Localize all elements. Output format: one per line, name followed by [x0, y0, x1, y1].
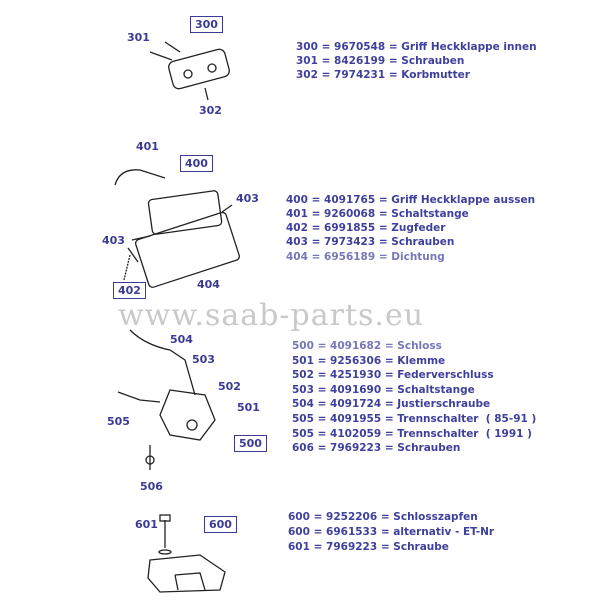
- callout-403: 403: [102, 234, 125, 247]
- part-line: 400 = 4091765 = Griff Heckklappe aussen: [286, 194, 536, 206]
- callout-506: 506: [140, 480, 163, 493]
- handle-inner-drawing: [149, 41, 230, 101]
- callout-505: 505: [107, 415, 130, 428]
- part-line: 403 = 7973423 = Schrauben: [286, 236, 455, 248]
- part-line: 502 = 4251930 = Federverschluss: [292, 369, 494, 381]
- callout-501: 501: [237, 401, 260, 414]
- callout-403: 403: [236, 192, 259, 205]
- callout-503: 503: [192, 353, 215, 366]
- part-line: 505 = 4102059 = Trennschalter ( 1991 ): [292, 428, 532, 440]
- watermark: www.saab-parts.eu: [118, 298, 425, 333]
- callout-404: 404: [197, 278, 220, 291]
- part-line: 501 = 9256306 = Klemme: [292, 355, 446, 367]
- part-line: 606 = 7969223 = Schrauben: [292, 442, 461, 454]
- callout-504: 504: [170, 333, 193, 346]
- striker-drawing: [147, 514, 226, 593]
- handle-outer-drawing: [114, 169, 240, 288]
- callout-401: 401: [136, 140, 159, 153]
- part-line: 402 = 6991855 = Zugfeder: [286, 222, 446, 234]
- part-line: 500 = 4091682 = Schloss: [292, 340, 442, 352]
- callout-300: 300: [190, 16, 223, 33]
- callout-502: 502: [218, 380, 241, 393]
- part-line: 404 = 6956189 = Dichtung: [286, 251, 445, 263]
- callout-400: 400: [180, 155, 213, 172]
- callout-500: 500: [234, 435, 267, 452]
- callout-301: 301: [127, 31, 150, 44]
- part-line: 401 = 9260068 = Schaltstange: [286, 208, 469, 220]
- part-line: 300 = 9670548 = Griff Heckklappe innen: [296, 41, 537, 53]
- callout-402: 402: [113, 282, 146, 299]
- part-line: 601 = 7969223 = Schraube: [288, 541, 449, 553]
- callout-302: 302: [199, 104, 222, 117]
- part-line: 503 = 4091690 = Schaltstange: [292, 384, 475, 396]
- part-line: 600 = 6961533 = alternativ - ET-Nr: [288, 526, 495, 538]
- part-line: 600 = 9252206 = Schlosszapfen: [288, 511, 478, 523]
- part-line: 302 = 7974231 = Korbmutter: [296, 69, 470, 81]
- part-line: 505 = 4091955 = Trennschalter ( 85-91 ): [292, 413, 537, 425]
- callout-601: 601: [135, 518, 158, 531]
- part-line: 504 = 4091724 = Justierschraube: [292, 398, 491, 410]
- lock-drawing: [117, 329, 216, 470]
- callout-600: 600: [204, 516, 237, 533]
- part-line: 301 = 8426199 = Schrauben: [296, 55, 465, 67]
